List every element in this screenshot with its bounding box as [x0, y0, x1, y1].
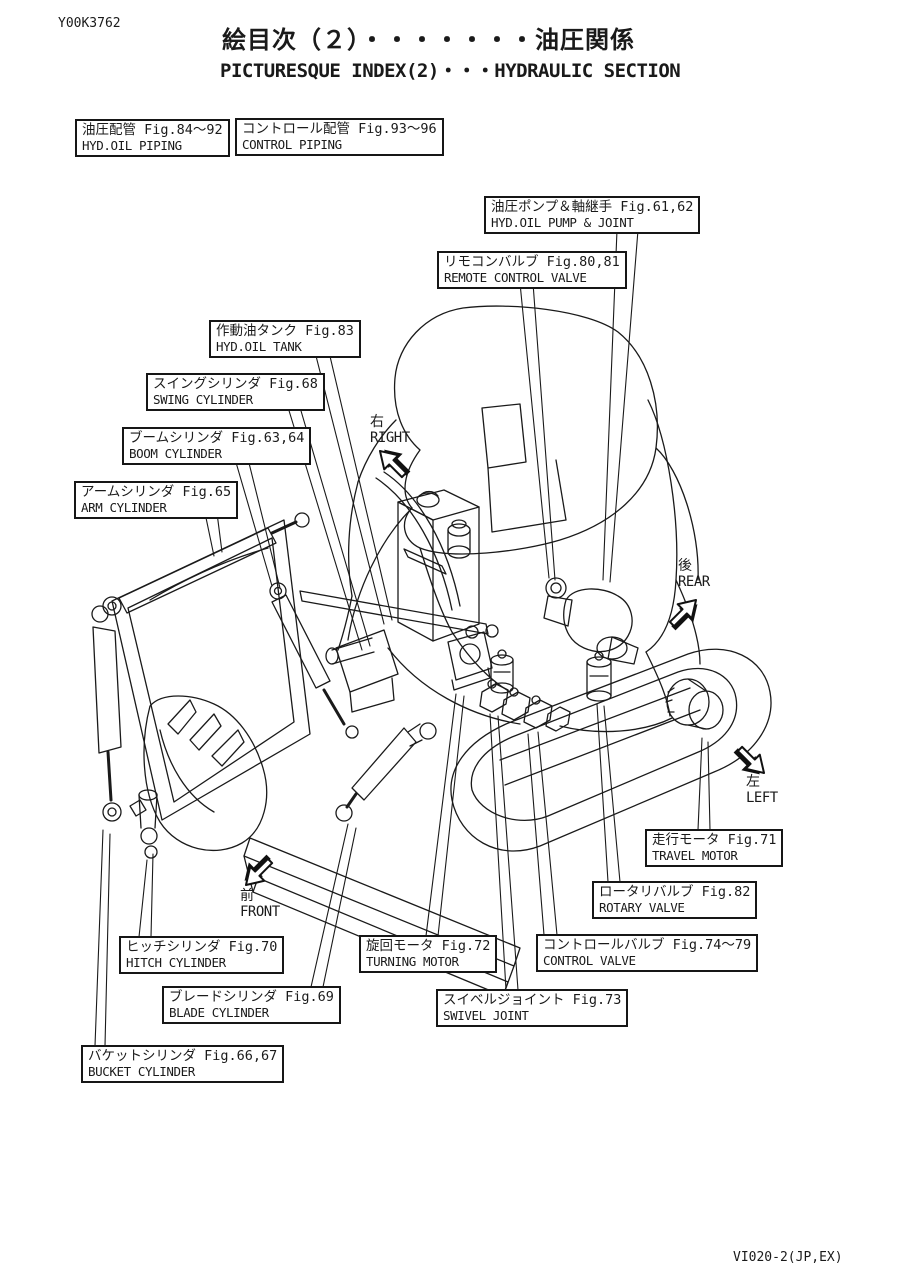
direction-front-en: FRONT	[240, 904, 280, 921]
callout-hyd-oil-piping: 油圧配管 Fig.84～92 HYD.OIL PIPING	[75, 119, 230, 158]
callout-hitch-cylinder: ヒッチシリンダ Fig.70 HITCH CYLINDER	[119, 936, 285, 975]
page-title-en: PICTURESQUE INDEX(2)・・・HYDRAULIC SECTION	[220, 60, 681, 82]
callout-swivel-joint: スイベルジョイント Fig.73 SWIVEL JOINT	[436, 989, 629, 1028]
callout-label-jp: スイングシリンダ Fig.68	[153, 376, 318, 392]
callout-label-jp: 走行モータ Fig.71	[652, 832, 777, 848]
hyd-oil-tank-part	[397, 489, 480, 642]
canopy-outline	[375, 305, 699, 653]
direction-left-jp: 左	[746, 774, 760, 790]
callout-label-en: ARM CYLINDER	[81, 500, 167, 516]
callout-hyd-oil-tank: 作動油タンク Fig.83 HYD.OIL TANK	[209, 320, 361, 359]
callout-hyd-oil-pump-joint: 油圧ポンプ＆軸継手 Fig.61,62 HYD.OIL PUMP & JOINT	[484, 196, 701, 235]
callout-rotary-valve: ロータリバルブ Fig.82 ROTARY VALVE	[592, 881, 758, 920]
arm-cylinder-part	[102, 512, 310, 616]
bucket-cylinder-part	[91, 605, 122, 822]
callout-label-jp: 作動油タンク Fig.83	[216, 323, 354, 339]
callout-control-piping: コントロール配管 Fig.93～96 CONTROL PIPING	[235, 118, 444, 157]
callout-control-valve: コントロールバルブ Fig.74～79 CONTROL VALVE	[536, 934, 759, 973]
travel-motor-part	[665, 678, 724, 730]
callout-label-en: CONTROL VALVE	[543, 953, 636, 969]
hitch-cylinder-part	[129, 789, 158, 859]
callout-bucket-cylinder: バケットシリンダ Fig.66,67 BUCKET CYLINDER	[81, 1045, 285, 1084]
bucket-part	[143, 695, 268, 852]
rear-arrow-icon	[668, 598, 698, 631]
callout-label-jp: ヒッチシリンダ Fig.70	[126, 939, 278, 955]
boom-cylinder-part	[269, 582, 359, 739]
footer-code: VI020-2(JP,EX)	[733, 1250, 843, 1265]
callout-blade-cylinder: ブレードシリンダ Fig.69 BLADE CYLINDER	[162, 986, 341, 1025]
direction-label-front: 前 FRONT	[240, 888, 280, 920]
callout-label-en: SWIVEL JOINT	[443, 1008, 529, 1024]
direction-label-right: 右 RIGHT	[370, 414, 410, 446]
callout-arm-cylinder: アームシリンダ Fig.65 ARM CYLINDER	[74, 481, 239, 520]
callout-label-en: TRAVEL MOTOR	[652, 848, 738, 864]
callout-label-en: CONTROL PIPING	[242, 137, 342, 153]
callout-label-jp: 油圧ポンプ＆軸継手 Fig.61,62	[491, 199, 694, 215]
callout-label-jp: 油圧配管 Fig.84～92	[82, 122, 223, 138]
callout-remote-control-valve: リモコンバルブ Fig.80,81 REMOTE CONTROL VALVE	[437, 251, 627, 290]
direction-front-jp: 前	[240, 888, 254, 904]
callout-label-jp: スイベルジョイント Fig.73	[443, 992, 622, 1008]
track-frame	[450, 648, 772, 852]
callout-turning-motor: 旋回モータ Fig.72 TURNING MOTOR	[359, 935, 498, 974]
callout-label-en: REMOTE CONTROL VALVE	[444, 270, 587, 286]
callout-label-jp: バケットシリンダ Fig.66,67	[88, 1048, 278, 1064]
callout-label-en: HYD.OIL PIPING	[82, 138, 182, 154]
direction-rear-en: REAR	[678, 574, 710, 591]
callout-label-en: HYD.OIL TANK	[216, 339, 302, 355]
direction-label-rear: 後 REAR	[678, 558, 710, 590]
callout-label-jp: リモコンバルブ Fig.80,81	[444, 254, 620, 270]
callout-label-en: BUCKET CYLINDER	[88, 1064, 195, 1080]
swing-cylinder-part	[325, 629, 399, 713]
direction-label-left: 左 LEFT	[746, 774, 778, 806]
pump-joint-part	[543, 577, 639, 665]
callout-label-jp: ブームシリンダ Fig.63,64	[129, 430, 305, 446]
direction-right-en: RIGHT	[370, 430, 410, 447]
callout-label-jp: アームシリンダ Fig.65	[81, 484, 232, 500]
callout-travel-motor: 走行モータ Fig.71 TRAVEL MOTOR	[645, 829, 784, 868]
direction-right-jp: 右	[370, 414, 384, 430]
callout-label-jp: コントロール配管 Fig.93～96	[242, 121, 437, 137]
doc-code: Y00K3762	[58, 16, 121, 31]
left-arrow-icon	[733, 745, 766, 775]
swivel-joint-part	[490, 649, 514, 694]
callout-label-jp: コントロールバルブ Fig.74～79	[543, 937, 752, 953]
right-arrow-icon	[378, 449, 411, 479]
rotary-valve-part	[586, 651, 612, 702]
direction-rear-jp: 後	[678, 558, 692, 574]
front-arrow-icon	[244, 854, 274, 887]
control-valve-part	[479, 679, 571, 732]
callout-label-en: SWING CYLINDER	[153, 392, 253, 408]
callout-boom-cylinder: ブームシリンダ Fig.63,64 BOOM CYLINDER	[122, 427, 312, 466]
callout-label-en: ROTARY VALVE	[599, 900, 685, 916]
direction-left-en: LEFT	[746, 790, 778, 807]
callout-label-en: BOOM CYLINDER	[129, 446, 222, 462]
callout-label-en: BLADE CYLINDER	[169, 1005, 269, 1021]
callout-swing-cylinder: スイングシリンダ Fig.68 SWING CYLINDER	[146, 373, 325, 412]
callout-label-en: HYD.OIL PUMP & JOINT	[491, 215, 634, 231]
leader-lines	[94, 229, 711, 1047]
blade-cylinder-part	[335, 722, 437, 822]
callout-label-en: TURNING MOTOR	[366, 954, 459, 970]
callout-label-en: HITCH CYLINDER	[126, 955, 226, 971]
page-title-jp: 絵目次（２）・・・・・・・油圧関係	[222, 26, 635, 54]
callout-label-jp: 旋回モータ Fig.72	[366, 938, 491, 954]
callout-label-jp: ロータリバルブ Fig.82	[599, 884, 751, 900]
turning-motor-part	[447, 625, 493, 691]
callout-label-jp: ブレードシリンダ Fig.69	[169, 989, 334, 1005]
